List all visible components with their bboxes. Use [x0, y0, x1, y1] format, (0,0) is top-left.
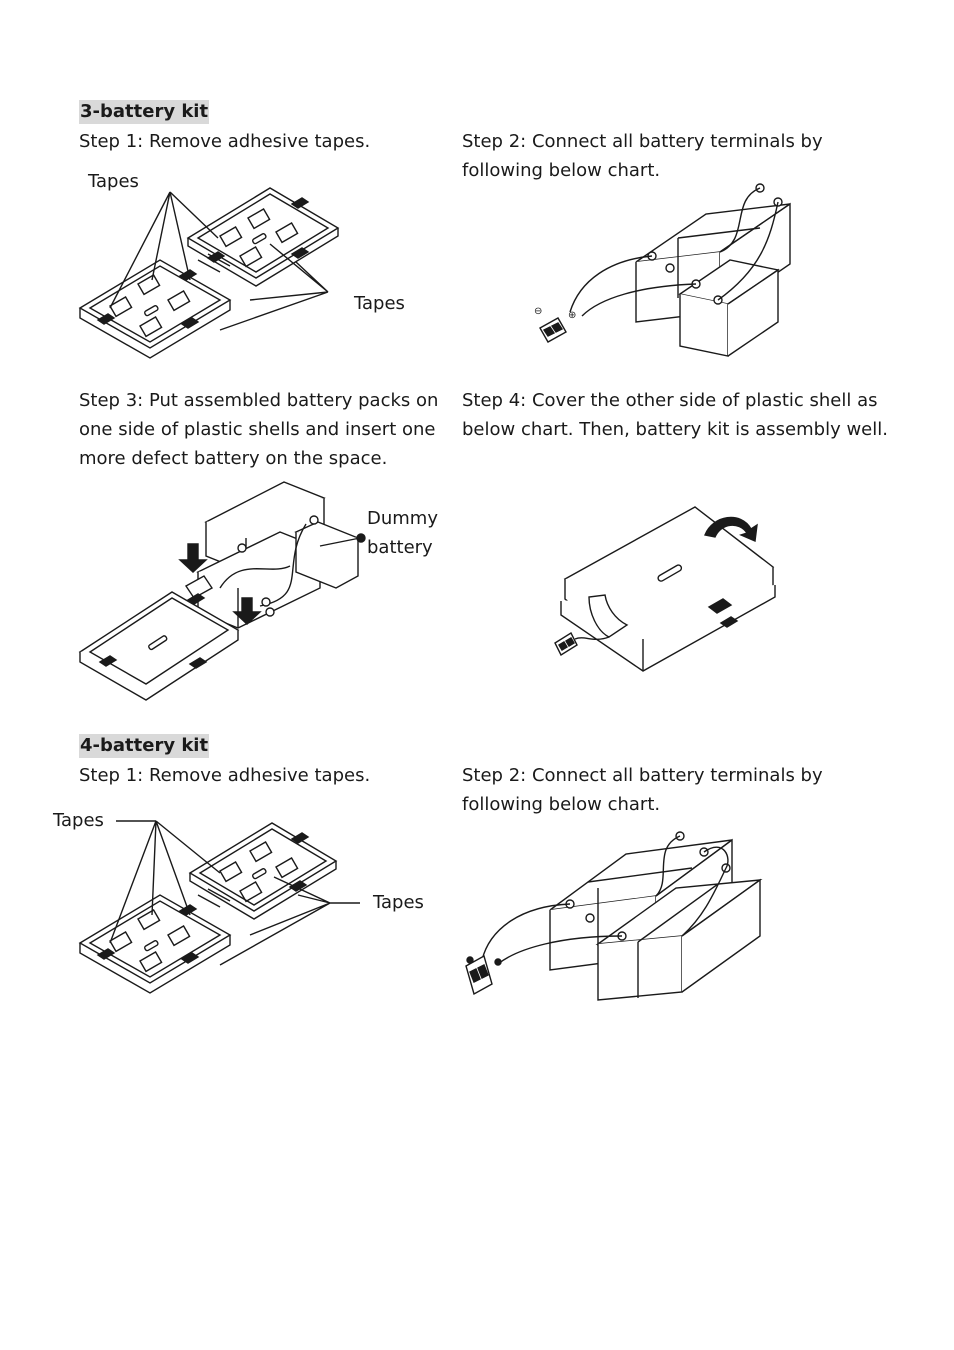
- kit3-step2-batteries-figure: ⊖ ⊕: [534, 180, 810, 360]
- kit4-step2-text: Step 2: Connect all battery terminals by…: [462, 761, 823, 819]
- kit3-step2-text: Step 2: Connect all battery terminals by…: [462, 127, 823, 185]
- kit3-step3-line1: Step 3: Put assembled battery packs on: [79, 390, 439, 411]
- kit3-step3-line3: more defect battery on the space.: [79, 448, 388, 469]
- kit4-tapes-label-right: Tapes: [373, 892, 424, 913]
- kit4-tapes-label-left: Tapes: [53, 810, 104, 831]
- svg-text:⊖: ⊖: [534, 306, 542, 317]
- kit4-step2-batteries-figure: [462, 828, 772, 1013]
- kit3-dummy-label-line1: Dummy: [367, 508, 438, 529]
- kit3-step1-trays-figure: [70, 180, 360, 360]
- kit4-step2-line1: Step 2: Connect all battery terminals by: [462, 765, 823, 786]
- kit3-dummy-label-line2: battery: [367, 537, 433, 558]
- kit3-tapes-label-right: Tapes: [354, 293, 405, 314]
- kit3-step4-closed-shell-figure: [545, 505, 785, 675]
- kit3-step1-text: Step 1: Remove adhesive tapes.: [79, 131, 371, 152]
- kit4-step1-trays-figure: [70, 815, 370, 995]
- kit3-heading: 3-battery kit: [79, 100, 210, 124]
- kit4-step1-text: Step 1: Remove adhesive tapes.: [79, 765, 371, 786]
- kit3-step3-line2: one side of plastic shells and insert on…: [79, 419, 436, 440]
- kit3-step3-text: Step 3: Put assembled battery packs on o…: [79, 386, 438, 473]
- kit4-heading: 4-battery kit: [79, 734, 210, 758]
- kit3-step3-assembly-figure: [70, 476, 370, 701]
- kit3-tapes-label-top: Tapes: [88, 171, 139, 192]
- kit3-step4-line2: below chart. Then, battery kit is assemb…: [462, 419, 888, 440]
- kit4-step2-line2: following below chart.: [462, 794, 661, 815]
- kit3-step4-line1: Step 4: Cover the other side of plastic …: [462, 390, 878, 411]
- kit3-step2-line1: Step 2: Connect all battery terminals by: [462, 131, 823, 152]
- kit3-step4-text: Step 4: Cover the other side of plastic …: [462, 386, 888, 444]
- svg-text:⊕: ⊕: [568, 310, 576, 321]
- kit3-step2-line2: following below chart.: [462, 160, 661, 181]
